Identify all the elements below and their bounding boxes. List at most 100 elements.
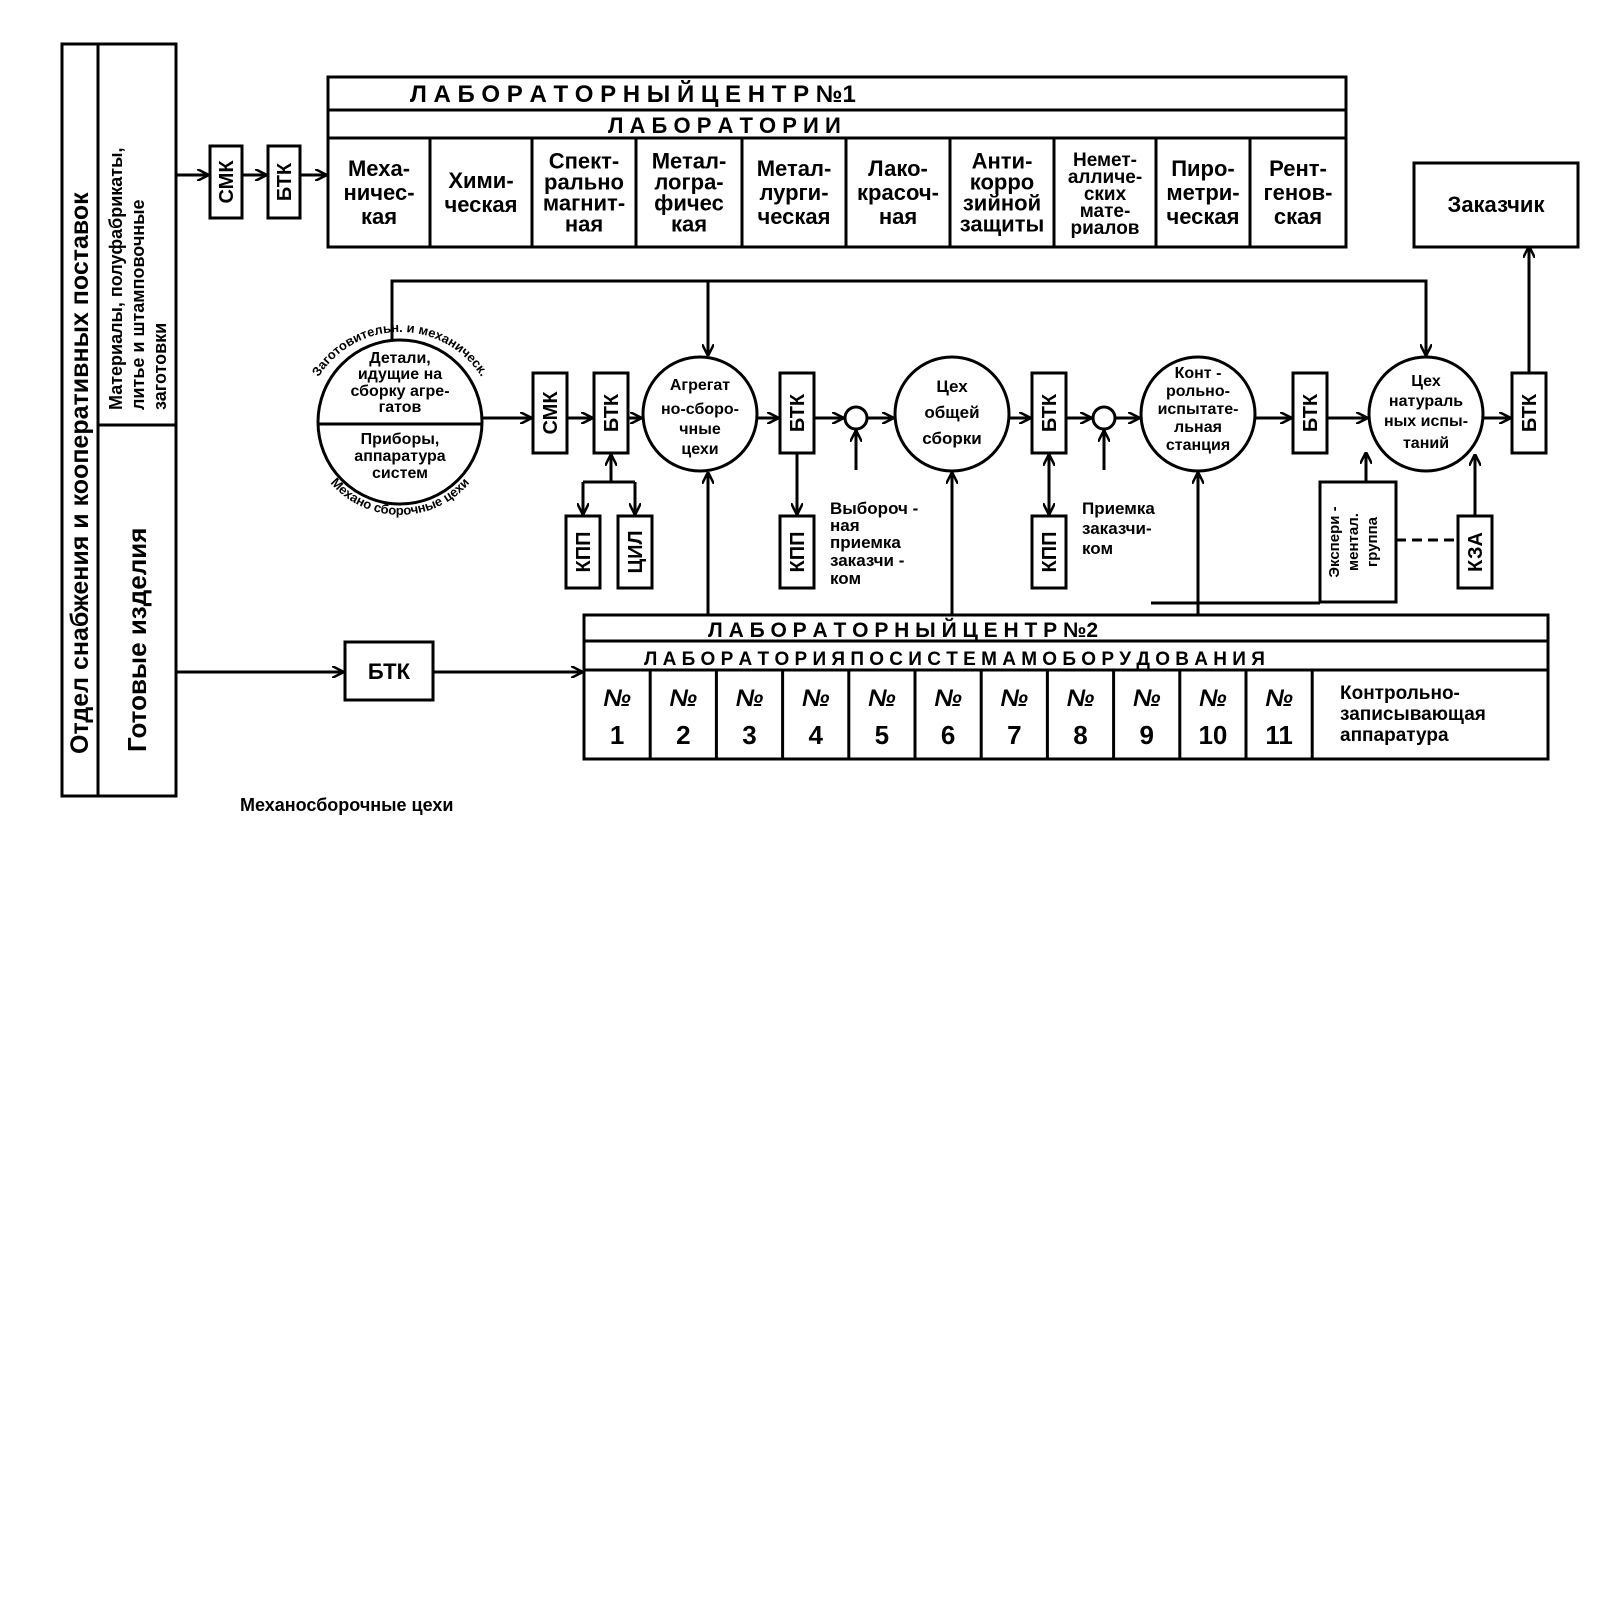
svg-text:приемка: приемка (830, 533, 901, 552)
svg-text:заказчи -: заказчи - (830, 551, 904, 570)
svg-text:систем: систем (372, 465, 428, 482)
natural-tests-label: Цех натураль ных испы- таний (1384, 373, 1468, 452)
lab1-lab-name: ничес- (343, 180, 414, 205)
btk-box (1030, 371, 1068, 455)
materials-line-1: Материалы, полуфабрикаты, (106, 148, 126, 410)
customer-label: Заказчик (1448, 192, 1546, 217)
lab1-lab-name: кая (361, 204, 397, 229)
supply-department-box (60, 42, 178, 798)
connectors (176, 175, 1529, 672)
lab1-lab-name: лурги- (759, 180, 828, 205)
lab1-lab-name: фичес (654, 191, 724, 216)
lab1-lab-name: метри- (1166, 180, 1239, 205)
lab-center-1 (326, 75, 1348, 249)
kza-label: КЗА (1465, 532, 1487, 572)
btk-label: БТК (1039, 393, 1061, 432)
aggregate-assembly-circle (641, 355, 759, 473)
svg-text:сборку агре-: сборку агре- (350, 383, 449, 400)
svg-text:аппаратура: аппаратура (354, 448, 445, 465)
lab2-number-sign: № (603, 685, 631, 712)
lab-center-1-title: Л А Б О Р А Т О Р Н Ы Й Ц Е Н Т Р №1 (410, 80, 856, 108)
materials-line-3: заготовки (150, 323, 170, 410)
btk-label: БТК (1519, 393, 1541, 432)
svg-text:Экспери -: Экспери - (1326, 506, 1343, 577)
lab1-lab-name: ная (565, 212, 603, 237)
lab2-cell-number: 9 (1139, 720, 1153, 750)
lab2-cell-number: 1 (610, 720, 624, 750)
lab2-cell-number: 8 (1073, 720, 1087, 750)
lab1-lab-name: ческая (757, 204, 830, 229)
svg-text:натураль: натураль (1389, 393, 1463, 410)
cil-label: ЦИЛ (625, 530, 647, 573)
customer-acceptance-note: Приемка заказчи- ком (1082, 499, 1155, 558)
svg-text:Контрольно-: Контрольно- (1340, 683, 1460, 704)
btk-label: БТК (368, 659, 411, 684)
control-station-circle (1139, 355, 1257, 473)
lab1-lab-name: Метал- (652, 149, 727, 174)
lab-center-1-subtitle: Л А Б О Р А Т О Р И И (608, 113, 841, 138)
svg-text:Приборы,: Приборы, (361, 431, 440, 448)
source-circle (316, 338, 484, 506)
lab2-number-sign: № (670, 685, 698, 712)
btk-label: БТК (274, 162, 296, 201)
lab1-lab-name: рально (544, 170, 624, 195)
lab2-number-sign: № (1067, 685, 1095, 712)
customer-box (1412, 161, 1580, 249)
lab1-lab-name: Рент- (1269, 156, 1327, 181)
source-circle-upper: Детали, идущие на сборку агре- гатов (350, 350, 449, 416)
kpp-box (1030, 514, 1068, 590)
lab2-cell-number: 7 (1007, 720, 1021, 750)
junction-circle (843, 405, 869, 431)
kpp-label: КПП (573, 532, 595, 573)
lab2-cell-number: 11 (1265, 720, 1293, 750)
svg-text:ная: ная (830, 516, 860, 535)
svg-text:заказчи-: заказчи- (1082, 519, 1152, 538)
lab1-lab-name: кая (671, 212, 707, 237)
lab1-lab-name: ческая (444, 192, 517, 217)
lab1-lab-names: Меха-ничес-каяХими-ческаяСпект-ральномаг… (343, 149, 1332, 240)
control-station-label: Конт - рольно- испытате- льная станция (1158, 365, 1239, 454)
general-assembly-label: Цех общей сборки (922, 377, 981, 448)
kpp-box (564, 514, 602, 590)
svg-text:Цех: Цех (1411, 373, 1441, 390)
cil-box (616, 514, 654, 590)
lab-center-2-subtitle: Л А Б О Р А Т О Р И Я П О С И С Т Е М А … (644, 649, 1265, 670)
lab1-lab-name: Немет- (1073, 150, 1137, 171)
btk-label: БТК (787, 393, 809, 432)
btk-label: БТК (601, 393, 623, 432)
svg-text:цехи: цехи (681, 441, 718, 458)
svg-text:Приемка: Приемка (1082, 499, 1155, 518)
svg-text:испытате-: испытате- (1158, 401, 1239, 418)
svg-text:группа: группа (1364, 516, 1381, 567)
left-block-text: Отдел снабжения и кооперативных поставок… (66, 148, 170, 754)
lab1-lab-name: Лако- (868, 156, 928, 181)
svg-text:ных испы-: ных испы- (1384, 413, 1468, 430)
lab1-lab-name: Анти- (972, 149, 1033, 174)
svg-text:Цех: Цех (936, 377, 968, 396)
lab2-number-sign: № (1199, 685, 1227, 712)
lab1-lab-name: алличе- (1068, 167, 1142, 188)
lab1-lab-name: мате- (1080, 201, 1131, 222)
btk-box (266, 144, 302, 220)
lab1-lab-name: защиты (960, 212, 1045, 237)
svg-text:гатов: гатов (379, 399, 422, 416)
lab2-number-sign: № (1001, 685, 1029, 712)
supply-department-label: Отдел снабжения и кооперативных поставок (66, 192, 94, 754)
lab1-lab-name: корро (970, 170, 1034, 195)
lab2-number-sign: № (934, 685, 962, 712)
materials-line-2: литье и штамповочные (128, 199, 148, 410)
svg-text:ком: ком (830, 569, 861, 588)
smk-label: СМК (216, 160, 238, 204)
svg-text:Агрегат: Агрегат (670, 377, 730, 394)
lab1-lab-name: ная (879, 204, 917, 229)
lab2-cell-number: 6 (941, 720, 955, 750)
lab2-number-sign: № (736, 685, 764, 712)
lab1-lab-name: логра- (654, 170, 723, 195)
lab2-cell-number: 4 (808, 720, 823, 750)
lab2-number-sign: № (802, 685, 830, 712)
lab1-lab-name: Спект- (549, 149, 620, 174)
finished-products-label: Готовые изделия (122, 528, 152, 752)
kpp-label: КПП (1039, 532, 1061, 573)
